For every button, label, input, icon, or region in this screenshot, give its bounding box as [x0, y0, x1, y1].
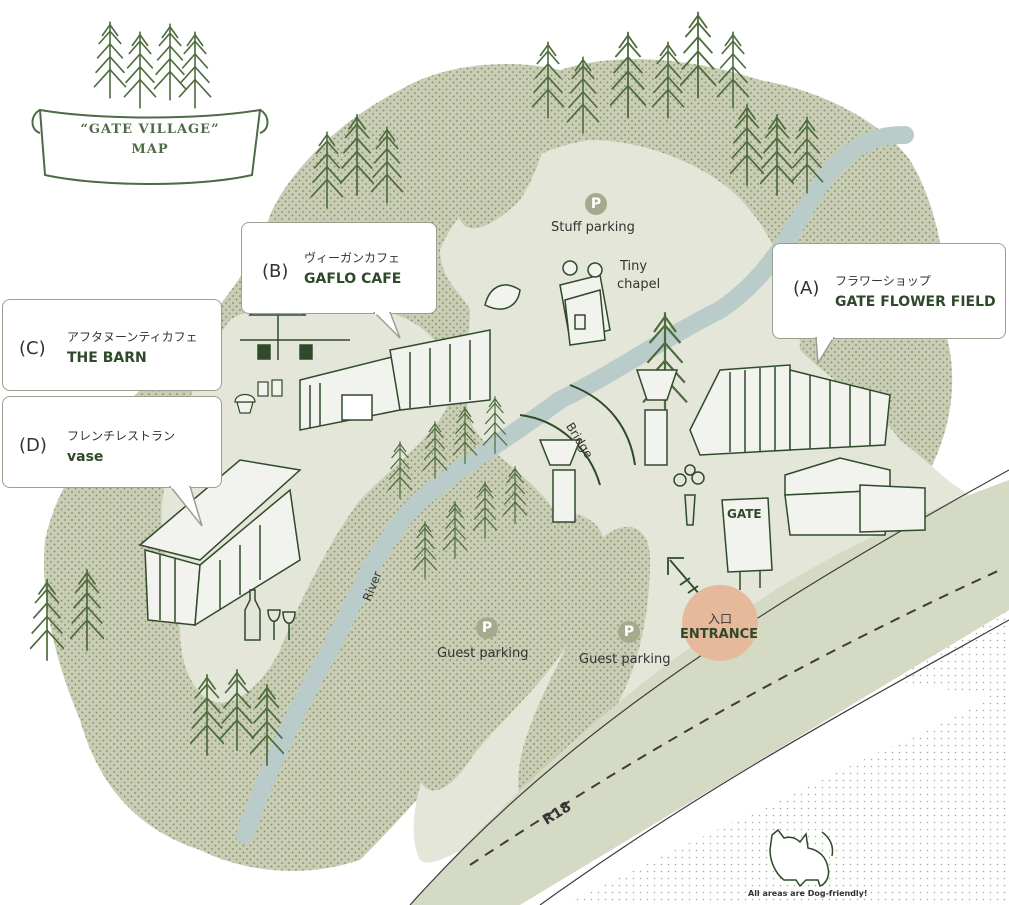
flower-vase-icon	[673, 464, 705, 526]
callout-jp-label: アフタヌーンティカフェ	[67, 330, 198, 344]
bridge-rail-1	[519, 414, 601, 486]
callout-en-label: vase	[67, 449, 104, 465]
leaf-icon	[484, 284, 521, 310]
callout-gate-flower-field[interactable]: (A) フラワーショップ GATE FLOWER FIELD	[772, 243, 1006, 339]
flower-field-building	[689, 364, 891, 456]
gate-sign-label: GATE	[727, 507, 762, 521]
pillar-left	[538, 439, 582, 523]
river	[236, 126, 914, 844]
callout-tail	[169, 486, 203, 527]
pillar-right	[635, 369, 679, 466]
callout-jp-label: フラワーショップ	[835, 274, 931, 288]
terrain-dotted-patch-1	[443, 65, 549, 229]
entrance-marker[interactable]	[682, 585, 758, 661]
parking-icon: P	[618, 621, 640, 643]
callout-vase[interactable]: (D) フレンチレストラン vase	[2, 396, 222, 488]
road-upper-edge	[409, 469, 1009, 905]
entrance-arrow-icon	[667, 557, 701, 596]
parking-icon: P	[476, 617, 498, 639]
bridge-rail-2	[569, 384, 636, 466]
callout-letter: (B)	[262, 261, 289, 282]
entrance-jp-label: 入口	[708, 612, 733, 626]
terrain-dotted-patch-3	[518, 526, 650, 800]
callout-letter: (C)	[19, 338, 46, 359]
guest-parking-label: Guest parking	[579, 652, 671, 667]
map-title-line2: MAP	[131, 142, 169, 157]
callout-tail	[372, 312, 401, 339]
road-lower-edge	[539, 619, 1009, 905]
entrance-en-label: ENTRANCE	[680, 627, 758, 642]
barn-building	[138, 459, 302, 627]
shed-building	[784, 457, 926, 536]
gaflo-cafe-building	[299, 329, 491, 431]
terrain-dotted-road-south	[560, 690, 1009, 905]
map-title-line1: “GATE VILLAGE”	[80, 122, 220, 137]
callout-en-label: GATE FLOWER FIELD	[835, 294, 996, 310]
cupcake-icon	[234, 379, 283, 414]
title-banner	[31, 108, 269, 185]
callout-gaflo-cafe[interactable]: (B) ヴィーガンカフェ GAFLO CAFE	[241, 222, 437, 314]
callout-letter: (A)	[793, 278, 820, 299]
chapel-building	[559, 260, 611, 346]
road-r18	[410, 480, 1009, 905]
callout-the-barn[interactable]: (C) アフタヌーンティカフェ THE BARN	[2, 299, 222, 391]
guest-parking-label: Guest parking	[437, 646, 529, 661]
dog-icon	[769, 828, 834, 888]
wine-bottle-icon	[244, 589, 296, 641]
tiny-chapel-label: chapel	[617, 277, 661, 292]
dog-friendly-note: All areas are Dog-friendly!	[748, 889, 868, 898]
stuff-parking-label: Stuff parking	[551, 220, 635, 235]
gate-sign	[721, 497, 773, 590]
callout-jp-label: ヴィーガンカフェ	[304, 251, 401, 265]
callout-jp-label: フレンチレストラン	[67, 429, 176, 443]
parking-icon: P	[585, 193, 607, 215]
tiny-chapel-label: Tiny	[620, 259, 648, 274]
callout-en-label: THE BARN	[67, 350, 147, 366]
terrain-dotted-patch-2	[420, 512, 605, 791]
callout-letter: (D)	[19, 435, 47, 456]
callout-tail	[815, 337, 835, 365]
callout-en-label: GAFLO CAFE	[304, 271, 402, 287]
